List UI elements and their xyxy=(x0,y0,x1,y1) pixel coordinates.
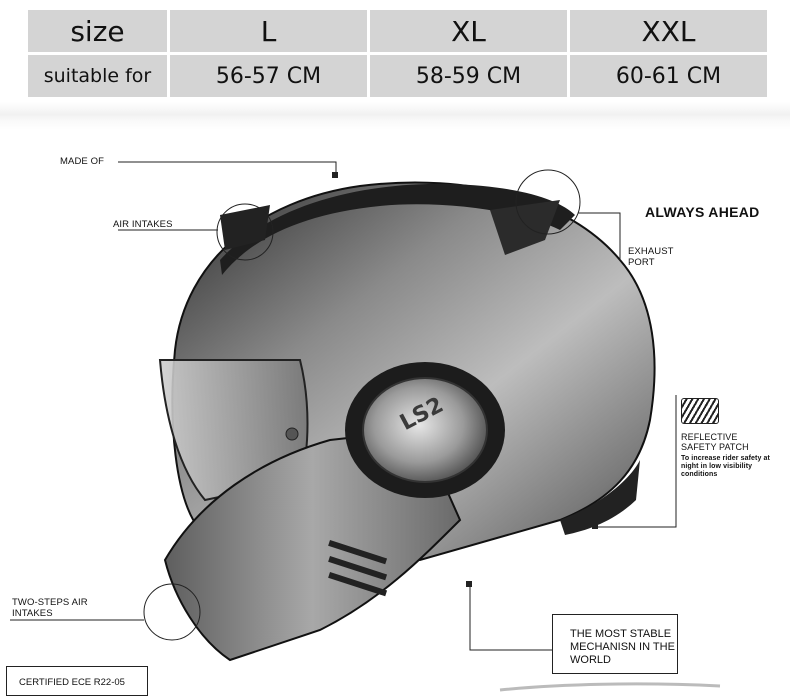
certified-label: CERTIFIED ECE R22-05 xyxy=(19,677,125,688)
made-of-label: MADE OF xyxy=(60,156,104,167)
helmet-top-rim xyxy=(220,183,575,275)
suitable-for-label: suitable for xyxy=(28,55,167,97)
size-header-l: L xyxy=(170,10,367,52)
two-steps-label: TWO-STEPS AIR INTAKES xyxy=(12,597,88,619)
size-header-xl: XL xyxy=(370,10,567,52)
always-ahead-label: ALWAYS AHEAD xyxy=(645,204,760,220)
two-steps-circle xyxy=(143,583,201,641)
size-table: size L XL XXL suitable for 56-57 CM 58-5… xyxy=(28,10,767,97)
size-header-label: size xyxy=(28,10,167,52)
air-intake-top xyxy=(220,205,270,250)
size-value-l: 56-57 CM xyxy=(170,55,367,97)
chin-vents xyxy=(328,540,388,597)
reflective-patch-label: REFLECTIVE SAFETY PATCH xyxy=(681,432,749,452)
air-intakes-circle xyxy=(216,203,274,261)
stable-mechanism-box: THE MOST STABLE MECHANISN IN THE WORLD xyxy=(552,614,678,674)
stable-mechanism-label: THE MOST STABLE MECHANISN IN THE WORLD xyxy=(570,628,675,666)
certified-box: CERTIFIED ECE R22-05 xyxy=(6,666,148,696)
size-value-xl: 58-59 CM xyxy=(370,55,567,97)
leader-lines xyxy=(10,161,677,651)
exhaust-circle xyxy=(515,169,581,235)
size-value-xxl: 60-61 CM xyxy=(570,55,767,97)
visor-pivot xyxy=(285,427,299,441)
air-intakes-label: AIR INTAKES xyxy=(113,219,173,230)
reflective-patch-note: To increase rider safety at night in low… xyxy=(681,455,770,478)
size-header-xxl: XXL xyxy=(570,10,767,52)
exhaust-port-label: EXHAUST PORT xyxy=(628,246,674,268)
reflective-patch-icon xyxy=(681,398,719,424)
hinge-disc xyxy=(362,377,488,483)
divider-strip xyxy=(0,102,790,130)
exhaust-fin xyxy=(490,200,560,255)
rear-trim xyxy=(560,460,640,535)
